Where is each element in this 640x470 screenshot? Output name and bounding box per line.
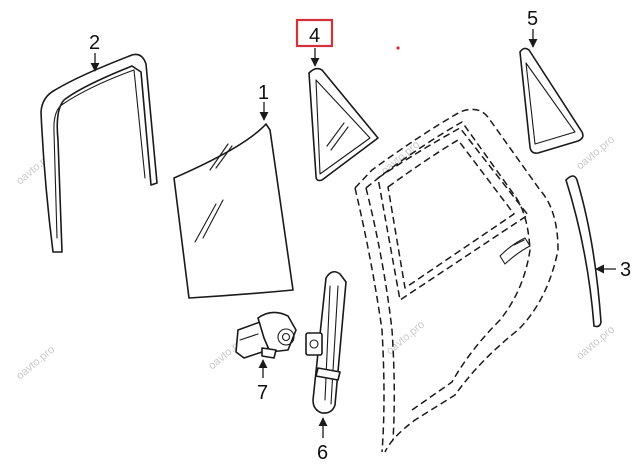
part-5-quarter-frame[interactable] [519,47,584,154]
part-1-door-glass[interactable] [173,123,294,299]
door-shell [354,108,559,453]
callout-6: 6 [317,442,328,464]
callout-5: 5 [527,8,538,30]
watermark-text: oavto.pro [14,344,57,383]
callout-7: 7 [257,382,268,404]
callout-3: 3 [620,259,631,281]
callout-2: 2 [89,32,100,54]
callout-1: 1 [258,82,269,104]
part-4-quarter-glass[interactable] [308,67,379,182]
callouts: 1 2 3 4 5 6 7 [89,8,631,464]
highlight-box [295,18,334,48]
leader-lines [90,29,616,438]
callout-4: 4 [309,25,320,47]
part-2-run-channel[interactable] [40,53,158,253]
part-3-edge-molding[interactable] [565,175,602,328]
part-7-regulator-motor[interactable] [235,311,297,359]
watermark-text: oavto.pro [574,324,617,363]
red-dot [396,46,400,50]
part-6-window-regulator[interactable] [305,270,347,414]
